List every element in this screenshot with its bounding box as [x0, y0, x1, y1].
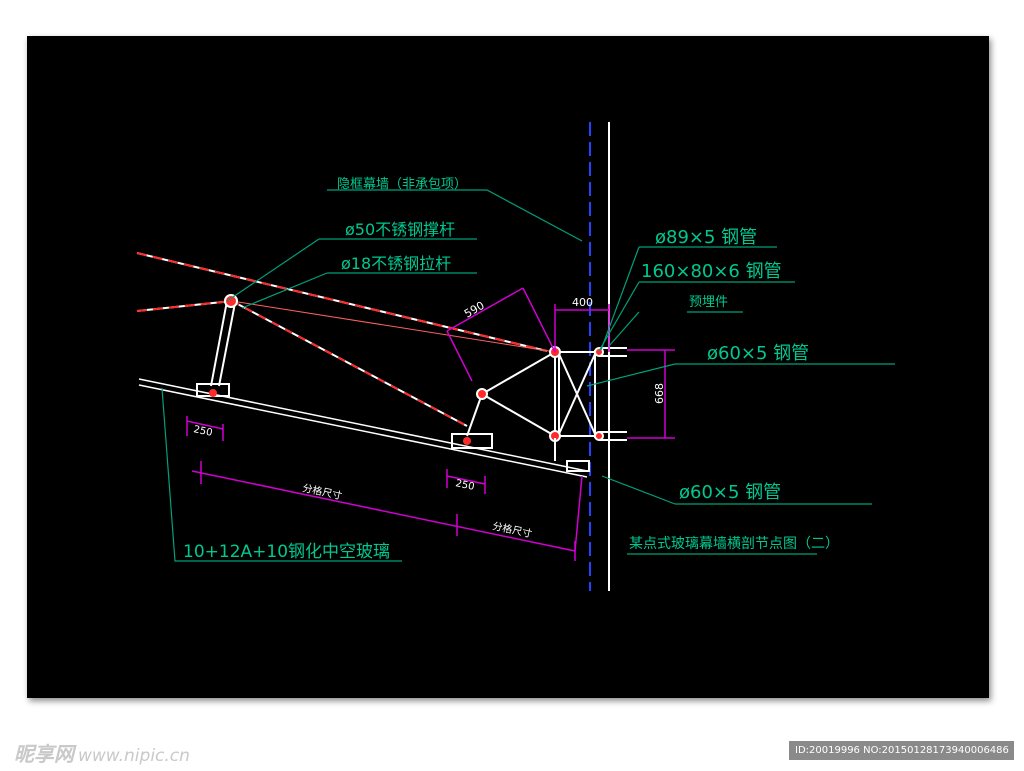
image-id-bar: ID:20019996 NO:20150128173940006486	[789, 741, 1014, 760]
cad-drawing: 隐框幕墙（非承包项） ø50不锈钢撑杆 ø18不锈钢拉杆 ø89×5 钢管 16…	[136, 122, 895, 591]
label-pipe-60-bottom: ø60×5 钢管	[679, 482, 781, 503]
label-pipe-89: ø89×5 钢管	[655, 227, 757, 248]
tie-rods	[136, 252, 556, 427]
dim-668: 668	[653, 383, 666, 404]
dim-400: 400	[572, 296, 593, 309]
dim-250-left: 250	[192, 424, 213, 439]
leader-lines	[161, 189, 895, 562]
label-pipe-60-top: ø60×5 钢管	[707, 343, 809, 364]
watermark-url: www.nipic.cn	[78, 746, 190, 766]
label-pipe-160: 160×80×6 钢管	[641, 261, 782, 282]
left-strut	[196, 294, 238, 397]
label-tie-rod-50: ø50不锈钢撑杆	[345, 220, 455, 239]
drawing-title: 某点式玻璃幕墙横剖节点图（二）	[629, 535, 839, 552]
dim-grid-left: 分格尺寸	[301, 481, 343, 502]
cad-drawing-canvas: 隐框幕墙（非承包项） ø50不锈钢撑杆 ø18不锈钢拉杆 ø89×5 钢管 16…	[27, 36, 989, 698]
dim-grid-right: 分格尺寸	[491, 519, 533, 540]
label-curtain-wall: 隐框幕墙（非承包项）	[337, 177, 467, 192]
dimension-lines	[186, 287, 675, 561]
steel-truss	[451, 346, 627, 472]
dim-590: 590	[462, 299, 487, 321]
watermark-logo: 昵享网	[14, 742, 74, 766]
label-glass: 10+12A+10钢化中空玻璃	[183, 542, 390, 562]
label-tie-rod-18: ø18不锈钢拉杆	[341, 254, 451, 273]
label-embed: 预埋件	[689, 295, 728, 310]
dim-250-mid: 250	[454, 478, 475, 493]
